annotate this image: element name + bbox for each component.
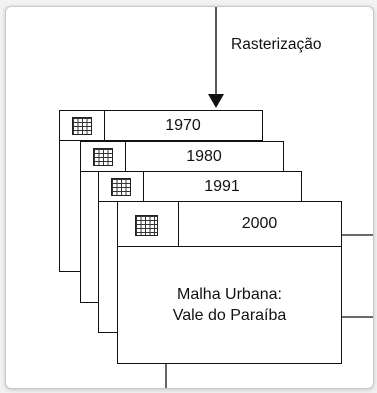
- layer-year: 1980: [186, 147, 222, 165]
- grid-icon: [135, 215, 158, 236]
- icon-cell: [81, 142, 126, 171]
- diagram-frame: Rasterização 1970 1980 1991 2000 Malha U…: [5, 6, 374, 389]
- grid-icon: [93, 148, 113, 166]
- icon-cell: [60, 111, 105, 140]
- layer-title: Malha Urbana: Vale do Paraíba: [118, 246, 341, 363]
- layer-title-line2: Vale do Paraíba: [172, 306, 287, 324]
- layer-header: 1980: [81, 142, 283, 172]
- layer-header: 1970: [60, 111, 262, 141]
- layer-header: 2000: [118, 202, 341, 247]
- grid-icon: [111, 178, 131, 196]
- layer-year: 2000: [241, 215, 278, 232]
- layer-year: 1991: [204, 177, 240, 195]
- layer-year: 1970: [165, 116, 201, 134]
- layer-header: 1991: [99, 172, 301, 202]
- icon-cell: [99, 172, 144, 201]
- grid-icon: [72, 117, 92, 135]
- icon-cell: [118, 202, 179, 246]
- process-label: Rasterização: [231, 36, 322, 53]
- connector-lines: [165, 7, 373, 388]
- layer-title-line1: Malha Urbana:: [177, 285, 282, 303]
- arrow-head: [208, 94, 224, 108]
- layer-2000: 2000 Malha Urbana: Vale do Paraíba: [117, 201, 342, 364]
